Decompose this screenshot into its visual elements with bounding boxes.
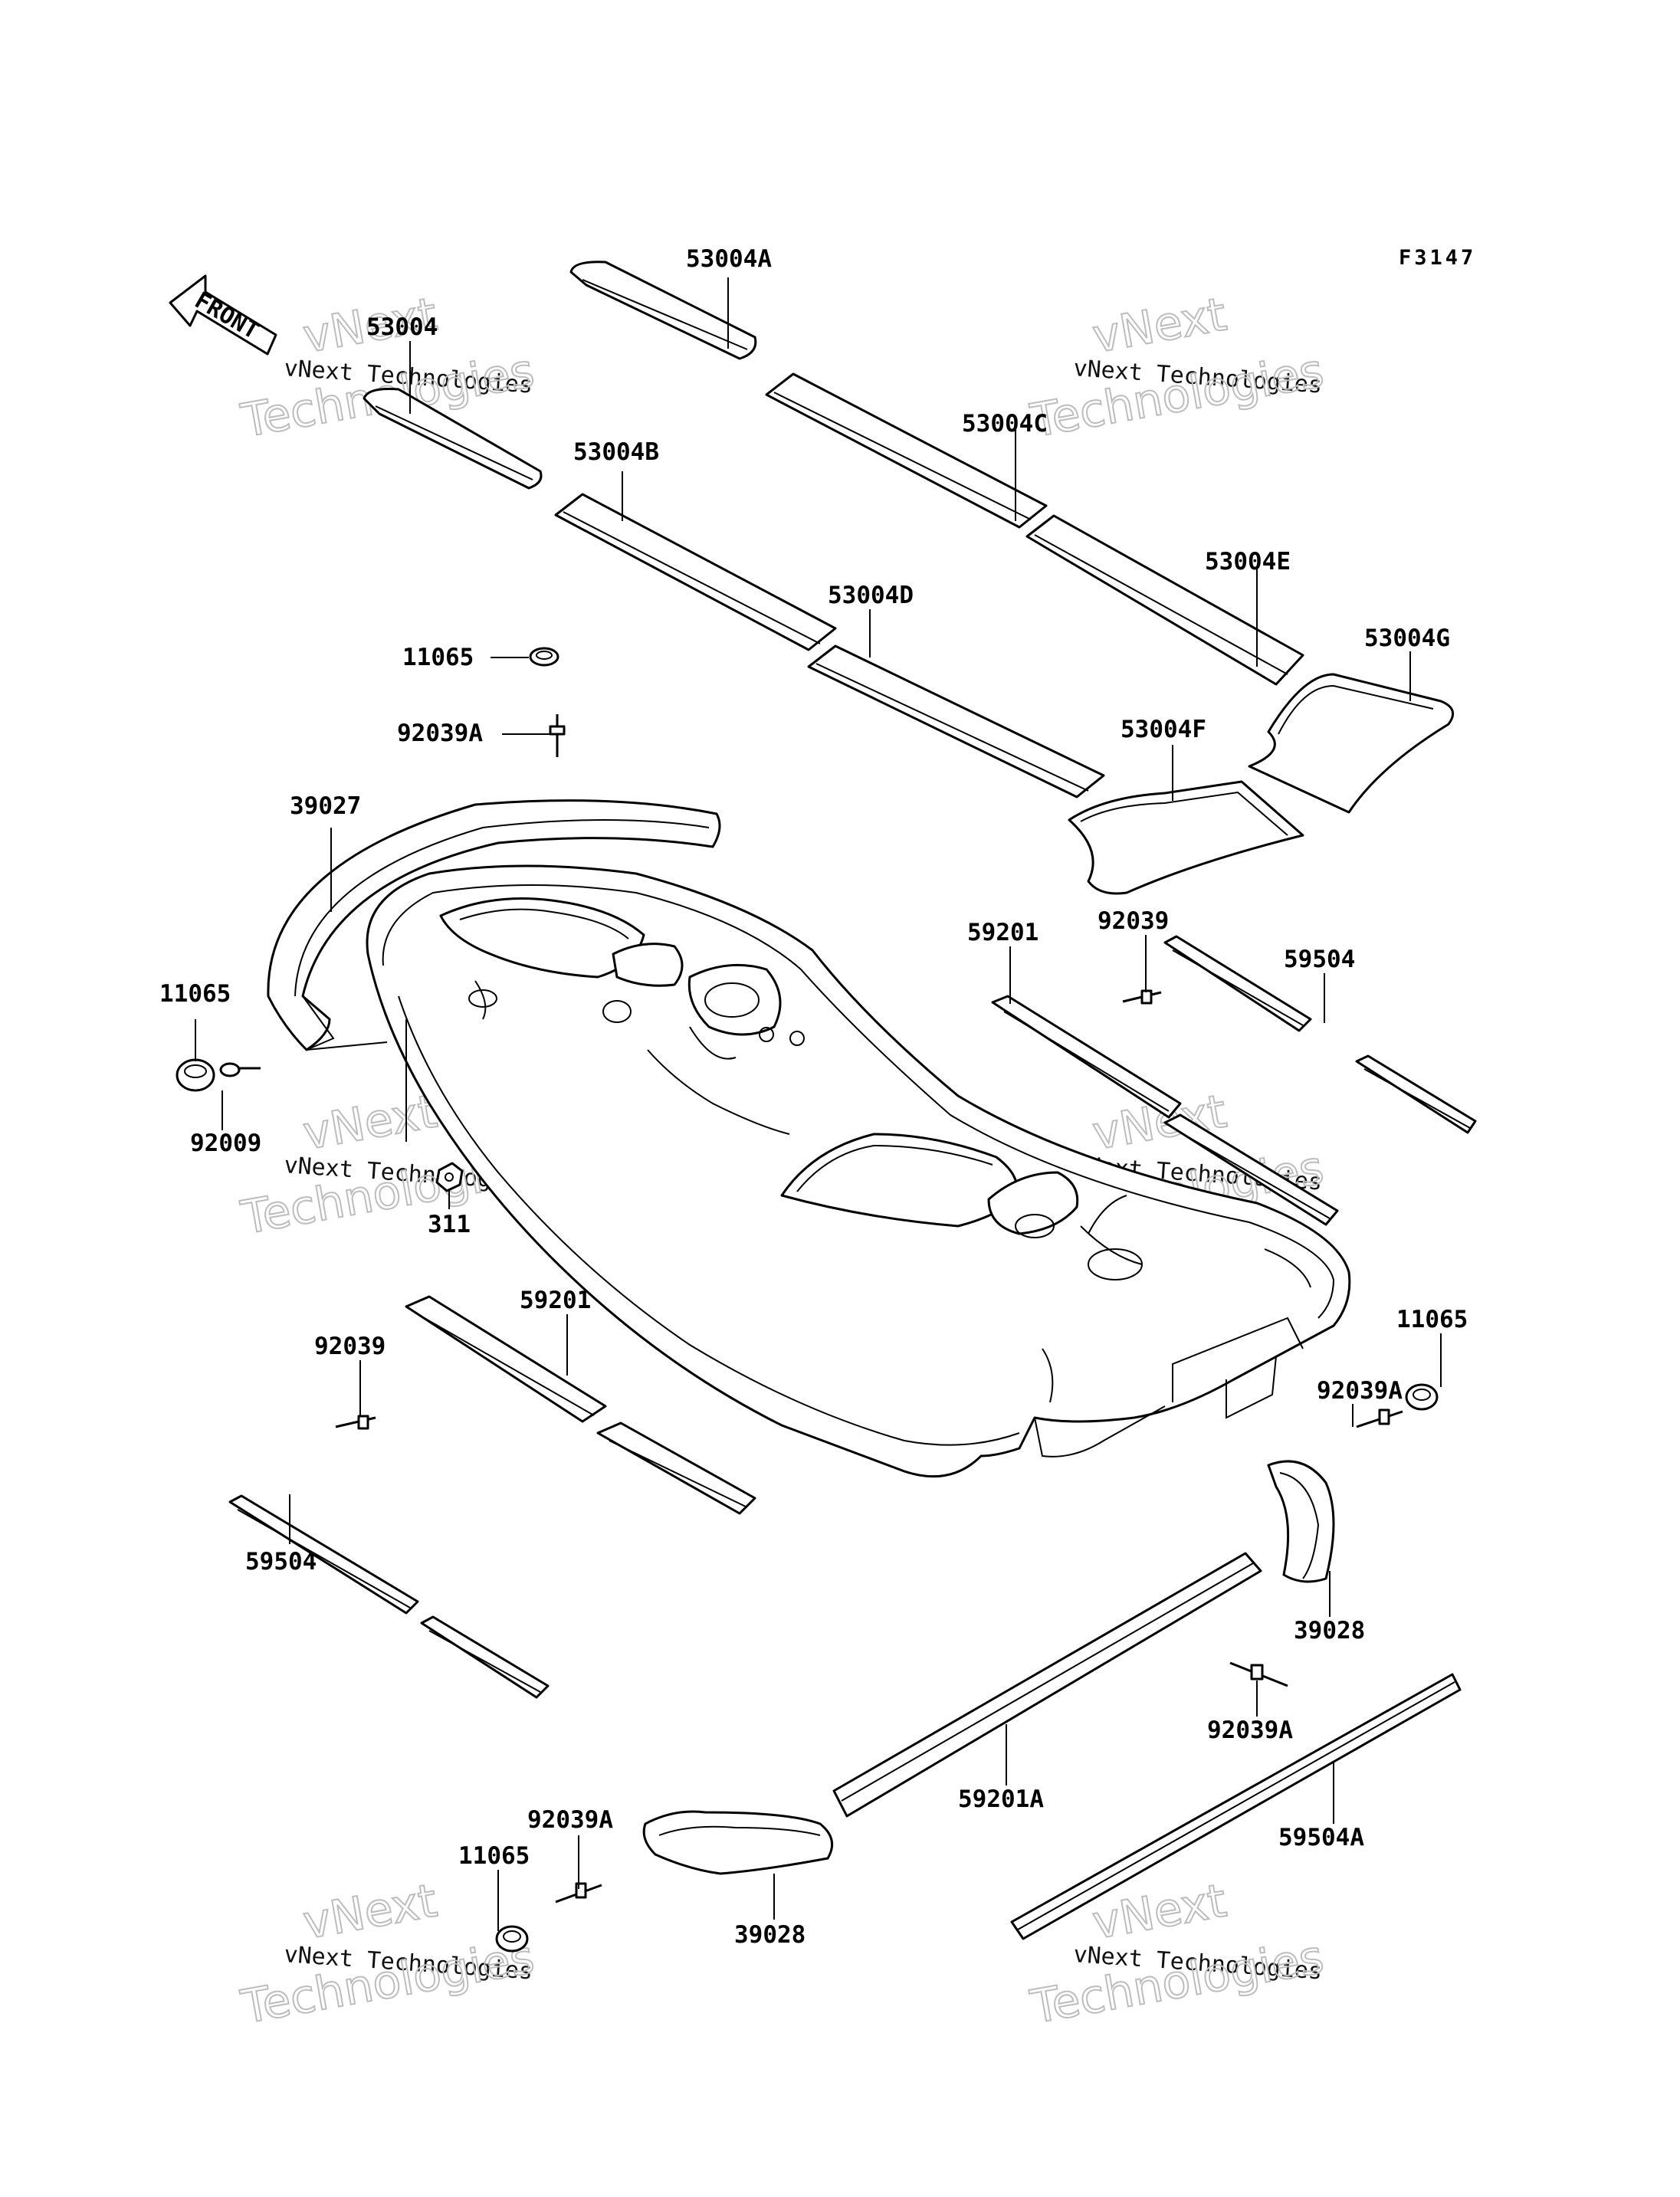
rivet-92039A-top [549, 714, 566, 757]
watermark-big-line3: Technologies [237, 1930, 538, 2035]
deck-mat-53004 [363, 388, 543, 490]
label-59201A: 59201A [958, 1785, 1044, 1813]
nut-311 [435, 1162, 464, 1192]
guard-59504-left [228, 1494, 550, 1699]
label-39028-left: 39028 [734, 1921, 806, 1949]
label-92039A-rear-right: 92039A [1317, 1377, 1403, 1405]
label-53004E: 53004E [1205, 548, 1291, 575]
rivet-92039-right [1122, 989, 1162, 1005]
guard-59504A [1010, 1673, 1462, 1940]
label-53004G: 53004G [1364, 625, 1450, 652]
deck-mat-53004C [765, 372, 1048, 529]
guard-59504-right [1163, 935, 1477, 1134]
label-53004B: 53004B [573, 438, 659, 466]
watermark: vNext vNext Technologies Technologies [236, 287, 539, 449]
deck-mat-53004G [1248, 673, 1455, 814]
deck-mat-53004A [569, 261, 757, 360]
label-53004A: 53004A [686, 245, 772, 273]
bumper-39027 [267, 799, 721, 1051]
label-92009: 92009 [190, 1130, 261, 1157]
leader-lines [195, 277, 1442, 1931]
label-92039A-rear-left: 92039A [527, 1806, 613, 1834]
label-92039-left: 92039 [314, 1333, 386, 1360]
label-59504A: 59504A [1278, 1824, 1364, 1851]
label-59201-left: 59201 [520, 1287, 591, 1314]
label-53004C: 53004C [962, 410, 1048, 438]
label-53004: 53004 [366, 313, 438, 341]
rivet-92039A-rear-right [1356, 1408, 1403, 1428]
label-53004F: 53004F [1121, 716, 1206, 743]
watermark-big-line1: vNext [299, 1084, 441, 1160]
rivet-92039-left [335, 1415, 376, 1430]
label-39027: 39027 [290, 792, 361, 820]
label-11065-top: 11065 [402, 644, 474, 671]
watermark-big-line1: vNext [299, 1874, 441, 1949]
bumper-39028-left [642, 1810, 834, 1875]
label-92039A-middle-right: 92039A [1207, 1717, 1293, 1744]
bumper-39028-right [1267, 1460, 1335, 1583]
label-59504-left: 59504 [245, 1548, 317, 1576]
deck-mat-53004F [1068, 780, 1304, 895]
deck-mat-53004E [1025, 514, 1304, 686]
label-11065-rear-right: 11065 [1396, 1306, 1468, 1333]
front-arrow-icon: FRONT [169, 274, 277, 356]
cap-11065-rear-right [1405, 1383, 1439, 1411]
part-labels: 53004A 53004 53004B 53004C 53004D 53004E… [159, 245, 1468, 1949]
cap-11065-top [529, 647, 559, 667]
label-11065-left: 11065 [159, 980, 231, 1008]
diagram-code: F3147 [1399, 246, 1476, 270]
rail-59201-left [405, 1295, 756, 1515]
rail-59201-right [991, 995, 1339, 1226]
watermark: vNext vNext Technologies Technologies [1025, 287, 1328, 449]
label-311: 311 [428, 1211, 471, 1238]
watercraft-hull [366, 864, 1351, 1478]
rail-59201A [832, 1552, 1262, 1818]
watermark: vNext vNext Technologies Technologies [236, 1873, 539, 2035]
screw-92009 [219, 1062, 261, 1077]
label-92039-right: 92039 [1098, 907, 1169, 935]
front-arrow-label: FRONT [190, 287, 264, 345]
label-59504-right: 59504 [1284, 946, 1355, 973]
watermark-big-line1: vNext [1088, 287, 1230, 363]
watermark-big-line3: Technologies [1026, 1930, 1327, 2035]
label-53004D: 53004D [828, 582, 914, 609]
label-59201-right: 59201 [967, 919, 1039, 946]
label-39028-right: 39028 [1294, 1617, 1365, 1644]
deck-mat-53004D [807, 644, 1105, 798]
label-11065-rear-left: 11065 [458, 1842, 530, 1870]
cap-11065-left [176, 1058, 215, 1092]
rivet-92039A-middle-right [1229, 1661, 1288, 1687]
label-92039A-top: 92039A [397, 720, 483, 747]
watermark-big-line3: Technologies [1026, 344, 1327, 448]
cap-11065-rear-left [495, 1925, 529, 1953]
deck-mat-53004B [554, 493, 837, 651]
